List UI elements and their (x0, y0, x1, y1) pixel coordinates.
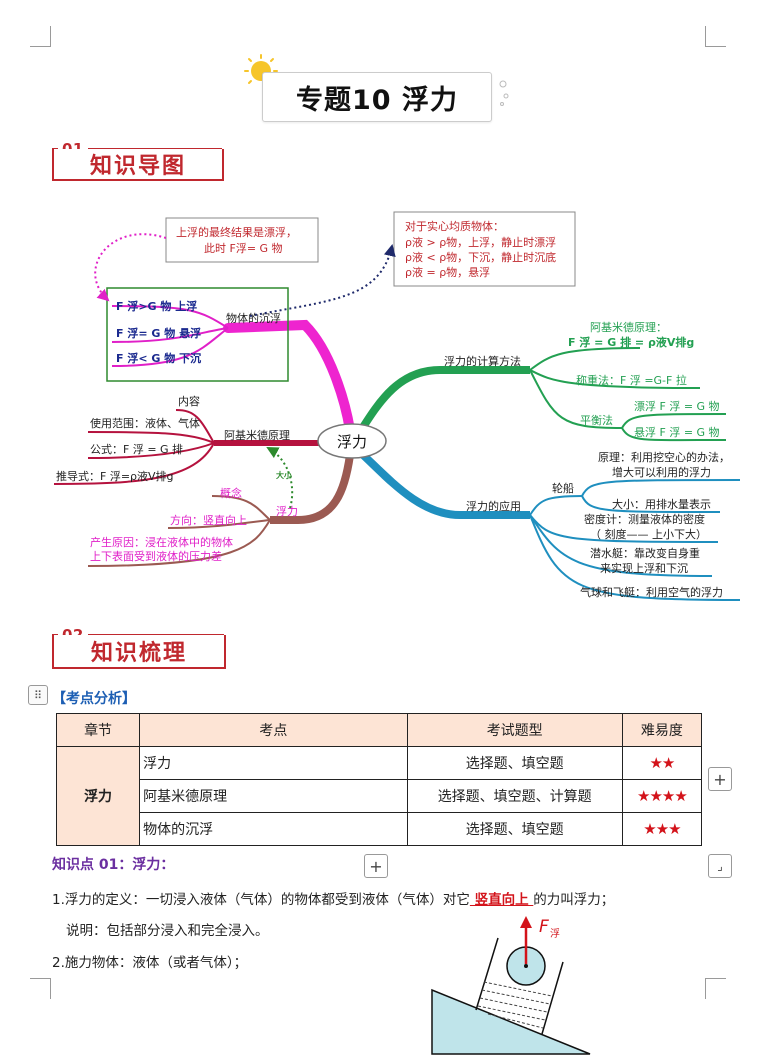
calc-item: F 浮 = G 排 = ρ液V排g (568, 335, 694, 349)
app-item: （ 刻度—— 上小下大） (590, 527, 707, 541)
branch-sink-float (223, 319, 355, 435)
calc-item: 平衡法 (580, 413, 613, 427)
beaker (475, 937, 564, 1035)
branch-label-buoyancy: 浮力 (276, 505, 298, 518)
note-box-left (165, 217, 319, 263)
header-cell: 章节 (55, 713, 141, 747)
incline (431, 988, 591, 1055)
difficulty-stars: ★★★★ (621, 779, 703, 813)
note-right-line: ρ液 > ρ物，上浮，静止时漂浮 (405, 235, 556, 249)
crop-mark-bottom-right (705, 978, 726, 999)
dotted-arrow-note-right (249, 244, 396, 317)
branch-label-archimedes: 阿基米德原理 (224, 428, 290, 442)
difficulty-stars: ★★★ (621, 812, 703, 846)
calc-item: 漂浮 F 浮 = G 物 (634, 399, 720, 413)
crop-mark-top-right (705, 26, 726, 47)
header-cell: 难易度 (621, 713, 703, 747)
table-row: 物体的沉浮 选择题、填空题 ★★★ (57, 812, 703, 846)
sink-float-box (106, 287, 289, 382)
branch-calc (356, 366, 530, 435)
sink-float-item: F 浮< G 物 下沉 (116, 351, 201, 365)
calc-item: 称重法：F 浮 =G-F 拉 (576, 373, 687, 387)
point-cell: 物体的沉浮 (139, 812, 408, 846)
difficulty-stars: ★★ (621, 746, 703, 780)
sink-float-item: F 浮= G 物 悬浮 (116, 326, 201, 340)
branch-app (357, 449, 530, 519)
section-title: 知识梳理 (52, 635, 226, 669)
branch-label-app: 浮力的应用 (466, 499, 521, 513)
archimedes-item: 公式：F 浮 = G 排 (90, 442, 183, 456)
type-cell: 选择题、填空题、计算题 (406, 779, 623, 813)
branch-label-calc: 浮力的计算方法 (444, 354, 521, 368)
note-right-line: ρ液 < ρ物，下沉，静止时沉底 (405, 250, 556, 264)
calc-item: 阿基米德原理： (590, 320, 667, 334)
app-item: 来实现上浮和下沉 (600, 561, 688, 575)
branch-buoyancy (270, 454, 354, 524)
note-left-line: 此时 F浮= G 物 (204, 241, 283, 255)
section-title: 知识导图 (52, 149, 224, 181)
definition-text-end: 的力叫浮力； (533, 892, 615, 908)
note-line: 说明：包括部分浸入和完全浸入。 (66, 923, 269, 939)
table-row: 阿基米德原理 选择题、填空题、计算题 ★★★★ (57, 779, 703, 813)
header-cell: 考点 (139, 713, 408, 747)
page-title: 专题10 浮力 (262, 72, 492, 122)
buoyancy-item: 产生原因：浸在液体中的物体 (90, 535, 233, 549)
bubbles-decoration (499, 80, 509, 106)
center-node-label: 浮力 (337, 433, 367, 451)
exam-point-table: 章节 考点 考试题型 难易度 浮力 浮力 选择题、填空题 ★★ 阿基米德原理 选… (55, 713, 703, 846)
app-item: 原理：利用挖空心的办法， (598, 450, 730, 464)
note-right-line: 对于实心均质物体： (405, 219, 504, 233)
definition-line: 1.浮力的定义：一切浸入液体（气体）的物体都受到液体（气体）对它 竖直向上 的力… (52, 888, 614, 908)
app-ship: 轮船 (552, 481, 574, 495)
mind-map: 物体的沉浮 F 浮>G 物 上浮 F 浮= G 物 悬浮 F 浮< G 物 下沉… (53, 211, 741, 601)
answer-blank: 竖直向上 (469, 892, 534, 908)
app-item: 潜水艇：靠改变自身重 (590, 546, 700, 560)
point-cell: 阿基米德原理 (139, 779, 408, 813)
buoyancy-figure: F 浮 (431, 916, 591, 1055)
definition-text: 1.浮力的定义：一切浸入液体（气体）的物体都受到液体（气体）对它 (52, 892, 470, 908)
chapter-cell: 浮力 (55, 746, 141, 846)
note-box-right (393, 211, 576, 287)
dotted-arrow-note-left (94, 233, 167, 302)
center-node (317, 423, 387, 459)
knowledge-point-title: 知识点 01：浮力： (52, 857, 175, 873)
note-right-line: ρ液 = ρ物，悬浮 (405, 265, 490, 279)
source-line: 2.施力物体：液体（或者气体）； (52, 955, 248, 971)
type-cell: 选择题、填空题 (406, 746, 623, 780)
archimedes-item: 使用范围：液体、气体 (90, 416, 200, 430)
table-header-row: 章节 考点 考试题型 难易度 (55, 713, 703, 747)
dotted-arrow-size (266, 447, 294, 509)
header-cell: 考试题型 (406, 713, 623, 747)
app-item: 增大可以利用的浮力 (612, 465, 711, 479)
arrow-label-size: 大小 (276, 470, 292, 480)
force-label-sub: 浮 (550, 928, 560, 940)
crop-mark-top-left (30, 26, 51, 47)
analysis-heading: 【考点分析】 (52, 691, 136, 707)
archimedes-item: 内容 (178, 394, 200, 408)
calc-item: 悬浮 F 浮 = G 物 (634, 425, 720, 439)
buoyancy-item: 概念 (220, 486, 242, 500)
type-cell: 选择题、填空题 (406, 812, 623, 846)
table-drag-handle[interactable]: ⠿ (28, 685, 48, 705)
crop-mark-bottom-left (30, 978, 51, 999)
point-cell: 浮力 (139, 746, 408, 780)
buoyancy-item: 上下表面受到液体的压力差 (90, 549, 222, 563)
note-left-line: 上浮的最终结果是漂浮， (176, 225, 297, 239)
add-column-button[interactable]: + (708, 767, 732, 791)
buoyancy-item: 方向：竖直向上 (170, 513, 247, 527)
app-item: 大小：用排水量表示 (612, 497, 711, 511)
archimedes-item: 推导式：F 浮=ρ液V排g (56, 469, 174, 483)
resize-table-handle[interactable]: ⌟ (708, 854, 732, 878)
table-row: 浮力 浮力 选择题、填空题 ★★ (55, 746, 703, 846)
app-item: 密度计：测量液体的密度 (584, 512, 705, 526)
sink-float-item: F 浮>G 物 上浮 (116, 299, 197, 313)
force-label: F (539, 917, 549, 937)
app-item: 气球和飞艇：利用空气的浮力 (580, 585, 723, 599)
add-row-button[interactable]: + (364, 854, 388, 878)
branch-label-sink-float: 物体的沉浮 (226, 311, 281, 325)
